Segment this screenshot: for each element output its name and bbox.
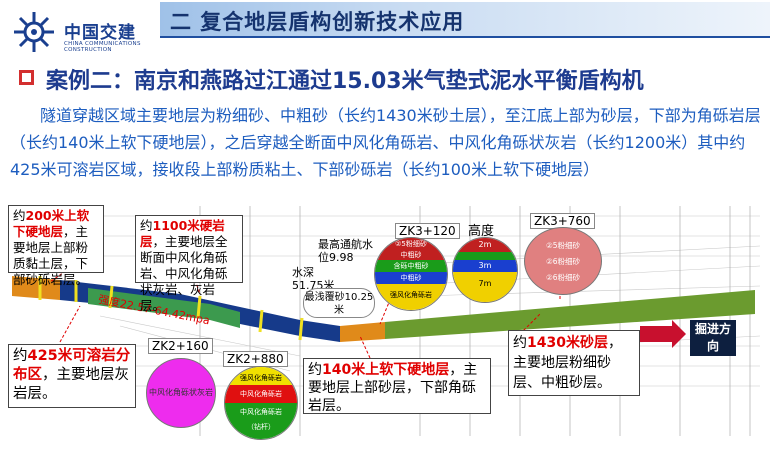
shallow-cover-label: 最浅覆砂10.25米 xyxy=(303,288,375,318)
logo-text-en: CHINA COMMUNICATIONS CONSTRUCTION xyxy=(64,41,141,53)
height-section-circle: 2m 3m 7m xyxy=(452,237,518,303)
case-title: 案例二：南京和燕路过江通过15.03米气垫式泥水平衡盾构机 xyxy=(46,69,644,94)
tunnel-profile-diagram: 强度22.57-64.42mpa 约200米上软下硬地层，主要地层上部粉质黏土层… xyxy=(0,196,770,450)
bullet-square-icon xyxy=(19,70,34,85)
header-divider xyxy=(160,36,770,38)
callout-140m-prefix: 约 xyxy=(308,362,322,378)
zk3-760-layer-1: ②5粉细砂 xyxy=(546,241,580,250)
direction-arrow-icon xyxy=(640,320,686,348)
zk2-880-section-circle: 强风化角砾岩 中风化角砾岩 中风化角砾岩 （钻杆） xyxy=(224,366,298,440)
zk2-880-layer-2: 中风化角砾岩 xyxy=(225,385,297,403)
ring-markers xyxy=(38,276,304,341)
callout-140m-highlight: 140米上软下硬地层 xyxy=(322,362,450,378)
tunnel-entry-section xyxy=(12,276,60,300)
callout-1430m: 约1430米砂层，主要地层粉细砂层、中粗砂层。 xyxy=(508,330,640,396)
callout-425m-text: ，主要地层灰岩层。 xyxy=(13,367,129,402)
callout-1100m-highlight: 1100米硬岩层 xyxy=(140,218,225,249)
callout-200m-highlight: 200米上软下硬地层 xyxy=(13,208,90,239)
zk2-880-layer-1: 强风化角砾岩 xyxy=(225,367,297,385)
callout-200m: 约200米上软下硬地层，主要地层上部粉质黏土层，下部砂砾岩层。 xyxy=(8,205,104,287)
zk3-120-layer-4: 中粗砂 xyxy=(375,272,447,284)
zk3-120-label: ZK3+120 xyxy=(395,223,460,239)
height-layer-1: 2m xyxy=(453,238,517,252)
direction-label: 掘进方向 xyxy=(690,320,736,356)
zk3-120-section-circle: ②5粉细砂 中粗砂 含砾中粗砂 中粗砂 强风化角砾岩 xyxy=(374,237,448,311)
zk2-880-label: ZK2+880 xyxy=(223,351,288,367)
zk3-120-layer-2: 中粗砂 xyxy=(375,250,447,260)
max-water-level-label: 最高通航水位9.98 xyxy=(318,238,373,264)
callout-1100m: 约1100米硬岩层，主要地层全断面中风化角砾岩、中风化角砾状灰岩、灰岩层。 xyxy=(135,215,243,313)
section-title: 二 复合地层盾构创新技术应用 xyxy=(170,10,465,34)
zk2-880-layer-3: 中风化角砾岩 xyxy=(225,403,297,421)
tunnel-sand-section xyxy=(385,290,755,339)
height-layer-3: 3m xyxy=(453,260,517,272)
zk3-760-layer-2: ②6粉细砂 xyxy=(546,257,580,266)
callout-1100m-text: ，主要地层全断面中风化角砾岩、中风化角砾状灰岩、灰岩层。 xyxy=(140,234,228,313)
callout-140m: 约140米上软下硬地层，主要地层上部砂层，下部角砾岩层。 xyxy=(303,358,491,414)
zk3-760-layer-3: ②6粉细砂 xyxy=(546,273,580,282)
zk3-760-label: ZK3+760 xyxy=(530,213,595,229)
callout-425m-prefix: 约 xyxy=(13,348,28,364)
callout-1430m-prefix: 约 xyxy=(513,335,527,351)
cccc-logo-icon xyxy=(8,8,60,56)
zk2-160-label: ZK2+160 xyxy=(148,338,213,354)
callout-1430m-text: ，主要地层粉细砂层、中粗砂层。 xyxy=(513,335,622,391)
callout-200m-text: ，主要地层上部粉质黏土层，下部砂砾岩层。 xyxy=(13,224,89,287)
description-paragraph: 隧道穿越区域主要地层为粉细砂、中粗砂（长约1430米砂土层），至江底上部为砂层，… xyxy=(10,106,761,179)
callout-1430m-highlight: 1430米砂层 xyxy=(527,335,608,351)
zk3-120-layer-3: 含砾中粗砂 xyxy=(375,260,447,272)
callout-200m-prefix: 约 xyxy=(13,208,26,223)
logo-text-cn: 中国交建 xyxy=(64,23,136,43)
callout-425m-highlight: 425米可溶岩分布区 xyxy=(13,348,131,383)
soluble-rock-band xyxy=(88,288,240,328)
title-bar xyxy=(160,2,770,36)
height-layer-2 xyxy=(453,252,517,260)
tunnel-transition-section xyxy=(340,322,385,342)
logo: 中国交建 CHINA COMMUNICATIONS CONSTRUCTION xyxy=(8,8,168,58)
callout-140m-text: ，主要地层上部砂层，下部角砾岩层。 xyxy=(308,362,478,414)
height-label: 高度 xyxy=(468,224,495,239)
callout-1100m-prefix: 约 xyxy=(140,218,153,233)
callout-425m: 约425米可溶岩分布区，主要地层灰岩层。 xyxy=(8,344,136,408)
zk3-760-section-circle: ②5粉细砂 ②6粉细砂 ②6粉细砂 xyxy=(524,227,602,295)
zk2-160-section-circle: 中风化角砾状灰岩 xyxy=(146,358,216,428)
